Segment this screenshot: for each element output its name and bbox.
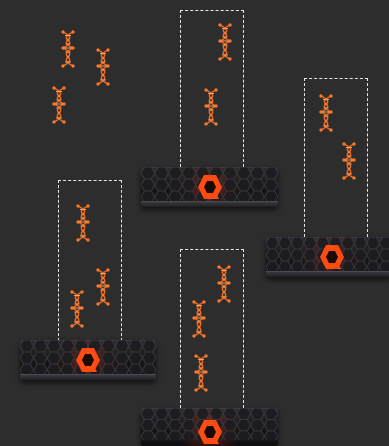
dna-helix-icon [93, 48, 113, 86]
pure-logo-icon [317, 242, 347, 272]
dna-helix-icon [214, 265, 234, 303]
module-rim [266, 271, 389, 277]
module-rim [20, 374, 156, 380]
pure-logo-icon [73, 345, 103, 375]
dna-helix-icon [93, 268, 113, 306]
dna-helix-icon [67, 290, 87, 328]
dna-helix-icon [215, 23, 235, 61]
storage-module-left [20, 340, 156, 380]
module-rim [141, 201, 278, 207]
dna-helix-icon [58, 30, 78, 68]
storage-module-right [266, 237, 389, 277]
pure-logo-icon [195, 172, 225, 202]
dna-helix-icon [201, 88, 221, 126]
dna-helix-icon [189, 300, 209, 338]
pure-logo-icon [195, 417, 225, 446]
dna-helix-icon [339, 142, 359, 180]
dna-helix-icon [49, 86, 69, 124]
dna-helix-icon [191, 354, 211, 392]
dna-helix-icon [316, 94, 336, 132]
dna-helix-icon [73, 204, 93, 242]
storage-module-top-center [141, 167, 278, 207]
storage-module-bottom-center [141, 408, 278, 446]
